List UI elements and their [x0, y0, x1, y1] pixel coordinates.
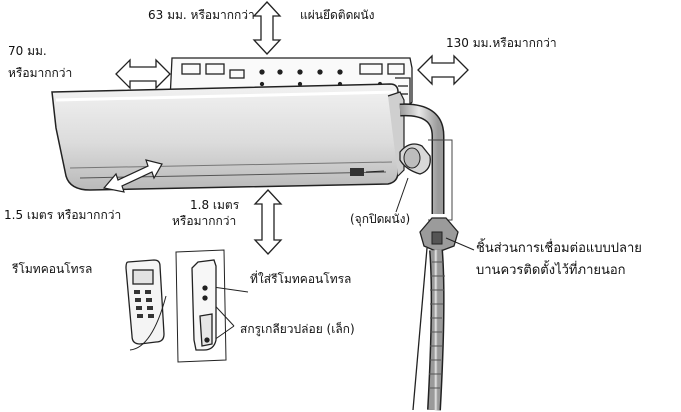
remote-control-label: รีโมทคอนโทรล	[12, 262, 93, 276]
flare-connection-label-2: บานควรติดตั้งไว้ที่ภายนอก	[476, 263, 626, 278]
right-clearance-arrow	[417, 54, 469, 86]
left-clearance-arrow	[115, 58, 171, 90]
left-clearance-label-1: 70 มม.	[8, 44, 47, 58]
flare-leader	[445, 237, 475, 251]
right-clearance-label: 130 มม.หรือมากกว่า	[446, 36, 557, 50]
wall-cap-label: (จุกปิดผนัง)	[350, 212, 411, 226]
indoor-unit	[51, 83, 405, 191]
top-clearance-arrow	[252, 1, 282, 55]
remote-control	[125, 259, 165, 345]
floor-clearance-arrow	[253, 189, 283, 255]
remote-cord	[129, 295, 167, 351]
front-clearance-arrow	[102, 159, 163, 193]
floor-clearance-label-2: หรือมากกว่า	[172, 214, 237, 228]
remote-holder-label: ที่ใส่รีโมทคอนโทรล	[250, 272, 352, 286]
indicator-lamp	[350, 168, 364, 176]
screw-leader-2	[213, 325, 235, 341]
flare-connection-label-1: ชิ้นส่วนการเชื่อมต่อแบบปลาย	[476, 241, 642, 256]
mounting-plate-label: แผ่นยึดติดผนัง	[300, 8, 375, 22]
top-clearance-label: 63 มม. หรือมากกว่า	[148, 8, 255, 22]
remote-holder	[191, 259, 217, 351]
refrigerant-piping	[399, 103, 459, 411]
wall-cap-leader	[395, 177, 409, 213]
floor-clearance-label-1: 1.8 เมตร	[190, 198, 240, 212]
tapping-screws-label: สกรูเกลียวปล่อย (เล็ก)	[240, 322, 355, 336]
wall-outline	[175, 249, 227, 363]
left-clearance-label-2: หรือมากกว่า	[8, 66, 73, 80]
front-clearance-label: 1.5 เมตร หรือมากกว่า	[4, 208, 122, 222]
